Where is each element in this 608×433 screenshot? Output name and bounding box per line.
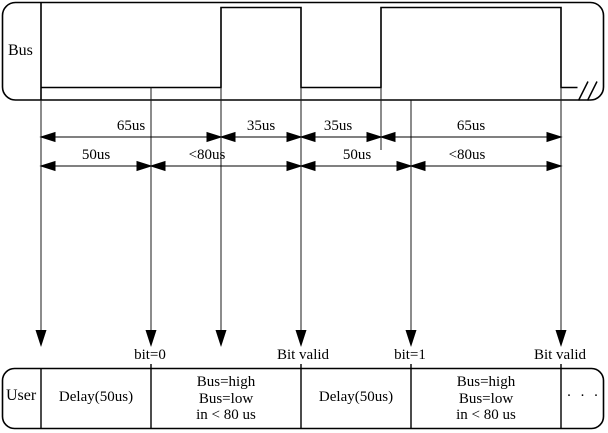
- dimension-label-35us: 35us: [246, 118, 276, 134]
- arrowhead-icon: [546, 132, 562, 142]
- dimension-label-80us: <80us: [188, 147, 226, 163]
- bus-box: [1, 1, 605, 101]
- event-label-bit1: bit=1: [394, 347, 426, 363]
- arrowhead-icon: [150, 161, 166, 171]
- event-label-bit-valid: Bit valid: [533, 347, 587, 363]
- user-cell-delay: Delay(50us): [318, 389, 394, 405]
- user-box: [1, 367, 605, 430]
- arrowhead-icon: [40, 132, 56, 142]
- down-arrowhead-icon: [295, 330, 307, 347]
- dimension-arrows-row1: [40, 132, 562, 142]
- user-box-dividers: [40, 364, 562, 429]
- dimension-label-65us: 65us: [456, 118, 486, 134]
- arrowhead-icon: [40, 161, 56, 171]
- arrowhead-icon: [220, 132, 236, 142]
- arrowhead-icon: [300, 132, 316, 142]
- arrowhead-icon: [300, 161, 316, 171]
- user-cell-bus-high-low: Bus=high Bus=low in < 80 us: [456, 374, 516, 424]
- arrowhead-icon: [546, 161, 562, 171]
- arrowhead-icon: [286, 161, 302, 171]
- arrowhead-icon: [380, 132, 396, 142]
- down-arrowhead-icon: [35, 330, 47, 347]
- arrowhead-icon: [286, 132, 302, 142]
- user-cell-delay: Delay(50us): [58, 389, 134, 405]
- down-arrowhead-icon: [405, 330, 417, 347]
- arrowhead-icon: [366, 132, 382, 142]
- arrowhead-icon: [396, 161, 412, 171]
- user-cell-line: in < 80 us: [456, 407, 516, 423]
- user-cell-line: Bus=high: [456, 374, 516, 390]
- user-cell-line: Bus=high: [196, 374, 256, 390]
- event-label-bit0: bit=0: [134, 347, 166, 363]
- bus-row-label: Bus: [8, 42, 33, 59]
- bus-waveform: [41, 6, 578, 89]
- down-arrowhead-icon: [145, 330, 157, 347]
- dimension-label-35us: 35us: [323, 118, 353, 134]
- dimension-label-50us: 50us: [342, 147, 372, 163]
- arrowhead-icon: [206, 132, 222, 142]
- event-arrows: [35, 330, 567, 347]
- event-label-bit-valid: Bit valid: [276, 347, 330, 363]
- user-cell-ellipsis: . . .: [567, 384, 601, 400]
- user-cell-line: Bus=low: [198, 390, 254, 407]
- dimension-arrows-row2: [40, 161, 562, 171]
- down-arrowhead-icon: [555, 330, 567, 347]
- dimension-label-65us: 65us: [116, 118, 146, 134]
- down-arrowhead-icon: [215, 330, 227, 347]
- reference-lines: [40, 87, 562, 330]
- bus-break-icon: [577, 81, 598, 101]
- arrowhead-icon: [136, 161, 152, 171]
- user-row-label: User: [6, 387, 37, 404]
- user-cell-bus-high-low: Bus=high Bus=low in < 80 us: [196, 374, 256, 424]
- dimension-label-80us: <80us: [448, 147, 486, 163]
- user-cell-line: in < 80 us: [196, 407, 256, 423]
- arrowhead-icon: [410, 161, 426, 171]
- user-cell-line: Bus=low: [458, 390, 514, 407]
- dimension-label-50us: 50us: [81, 147, 111, 163]
